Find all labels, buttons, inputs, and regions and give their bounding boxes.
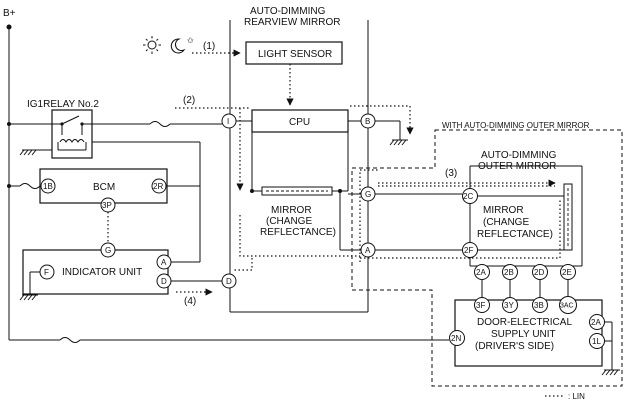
door-unit-label-1: DOOR-ELECTRICAL [477,317,572,328]
door-unit: DOOR-ELECTRICAL SUPPLY UNIT (DRIVER'S SI… [449,296,605,367]
outer-mirror-element [563,183,573,251]
moon-icon [170,38,186,54]
door-pin-2n: 2N [451,334,461,343]
bcm-label: BCM [93,182,115,193]
outer-mirror-label-3: REFLECTANCE) [477,229,553,240]
inner-pin-a: A [365,246,371,255]
inner-mirror-title-2: REARVIEW MIRROR [244,17,341,28]
power-label: B+ [3,8,16,19]
outer-pin-2d: 2D [534,268,544,277]
relay-label: IG1RELAY No.2 [27,99,99,110]
door-unit-label-2: SUPPLY UNIT [491,329,556,340]
fuse-icon [59,337,81,343]
star-icon: ✩ [187,36,194,45]
outer-mirror-title-1: AUTO-DIMMING [481,150,557,161]
door-pin-3b: 3B [534,301,544,310]
legend: : LIN [545,392,585,401]
indicator-pin-d: D [161,277,167,286]
outer-pin-2a: 2A [476,268,486,277]
inner-mirror-label-2: (CHANGE [266,216,312,227]
outer-mirror-section: WITH AUTO-DIMMING OUTER MIRROR [351,121,623,387]
door-pin-2a: 2A [591,318,601,327]
light-sensor-label: LIGHT SENSOR [258,49,332,60]
outer-mirror-label-2: (CHANGE [483,217,529,228]
callout-2: (2) [183,95,195,106]
ground-icon [389,139,408,146]
callout-4: (4) [184,296,196,307]
indicator-pin-a: A [161,258,167,267]
relay-box [51,109,93,159]
outer-pin-2e: 2E [562,268,572,277]
cpu-label: CPU [289,117,310,128]
fuse-icon [19,183,41,189]
ground-icon [601,369,620,376]
indicator-pin-g: G [105,246,111,255]
inner-mirror-label-1: MIRROR [271,205,312,216]
inner-mirror-label-3: REFLECTANCE) [260,227,336,238]
bcm-pin-2r: 2R [153,182,163,191]
relay-switch-icon [60,115,84,135]
outer-pin-2c: 2C [463,192,473,201]
inner-mirror-title-1: AUTO-DIMMING [250,6,326,17]
door-pin-3y: 3Y [504,301,514,310]
inner-pin-i: I [227,117,229,126]
fuse-icon [149,121,171,127]
ig1-relay: IG1RELAY No.2 [7,99,201,260]
door-pin-3f: 3F [476,301,485,310]
outer-pin-2f: 2F [464,246,473,255]
door-pin-1l: 1L [592,337,601,346]
inner-pin-g: G [365,190,371,199]
callout-3: (3) [445,168,457,179]
outer-section-label: WITH AUTO-DIMMING OUTER MIRROR [442,121,590,130]
bcm: BCM 1B 2R 3P [39,168,168,213]
inner-mirror: AUTO-DIMMING REARVIEW MIRROR LIGHT SENSO… [221,6,376,313]
relay-coil-icon [57,139,87,151]
ground-icon [19,294,38,301]
power-rail: B+ [3,8,16,340]
inner-pin-d: D [226,277,232,286]
light-sensor-box [245,41,343,65]
door-pin-3ac: 3AC [560,303,574,310]
indicator-label: INDICATOR UNIT [62,267,142,278]
sun-icon [143,36,161,54]
door-unit-label-3: (DRIVER'S SIDE) [475,341,554,352]
bcm-pin-3p: 3P [102,201,112,210]
ground-icon [19,149,38,156]
indicator-pin-f: F [44,268,49,277]
callout-1: (1) [203,41,215,52]
inner-pin-b: B [365,117,370,126]
bcm-pin-1b: 1B [43,182,53,191]
indicator-unit: INDICATOR UNIT G F A D [22,242,172,295]
outer-pin-2b: 2B [504,268,514,277]
outer-mirror-label-1: MIRROR [483,205,524,216]
legend-lin: : LIN [568,392,585,401]
outer-mirror-title-2: OUTER MIRROR [478,161,556,172]
outer-mirror: AUTO-DIMMING OUTER MIRROR MIRROR (CHANGE… [462,150,583,280]
